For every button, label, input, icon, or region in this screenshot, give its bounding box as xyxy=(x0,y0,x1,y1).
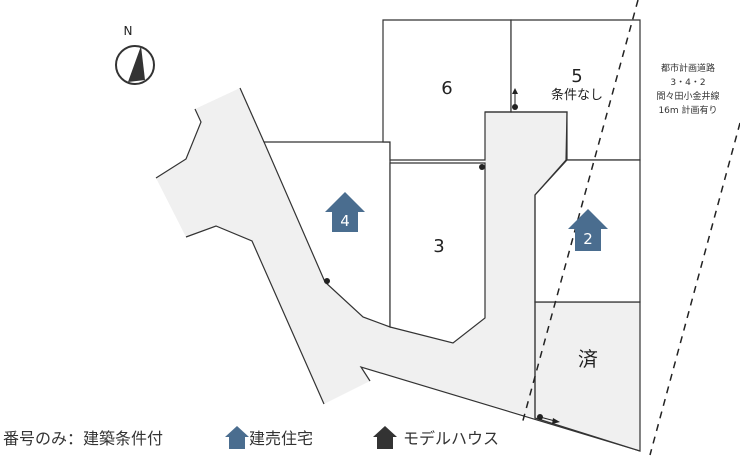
legend-ready-built: 建売住宅 xyxy=(225,425,313,449)
ready-built-house-icon xyxy=(568,209,608,251)
road-note-line: 16m 計画有り xyxy=(658,104,717,116)
ready-built-house-icon xyxy=(225,426,249,449)
planned-road-note: 都市計画道路 3・4・2 間々田小金井線 16m 計画有り xyxy=(656,62,719,116)
lot-2-number: 2 xyxy=(583,230,593,248)
lot-4-number: 4 xyxy=(340,212,350,230)
road-note-line: 3・4・2 xyxy=(670,78,705,88)
lot-5-note: 条件なし xyxy=(551,87,603,103)
legend-numbers-only: 番号のみ：建築条件付 xyxy=(3,429,164,448)
entrance-marker xyxy=(512,88,518,110)
planned-road-line xyxy=(649,122,740,456)
road-note-line: 間々田小金井線 xyxy=(656,90,719,102)
entrance-marker xyxy=(537,414,560,424)
legend-ready-built-label: 建売住宅 xyxy=(249,429,314,448)
road-note-line: 都市計画道路 xyxy=(661,62,715,74)
entrance-marker xyxy=(324,278,330,284)
compass-north-label: N xyxy=(124,24,133,38)
planned-road-line xyxy=(521,0,639,425)
ready-built-house-icon xyxy=(325,192,365,232)
lot-sold[interactable] xyxy=(534,301,641,452)
lot-5-number: 5 xyxy=(571,66,582,87)
model-house-icon xyxy=(373,426,397,449)
private-road xyxy=(156,88,567,418)
entrance-marker xyxy=(479,164,485,170)
lot-6-number: 6 xyxy=(441,78,452,99)
sold-label: 済 xyxy=(578,347,598,371)
legend-model-house-label: モデルハウス xyxy=(403,429,500,448)
compass-icon xyxy=(115,45,155,85)
lot-3[interactable] xyxy=(389,162,486,344)
lot-4[interactable] xyxy=(263,141,391,328)
lot-3-number: 3 xyxy=(433,236,444,257)
legend-model-house: モデルハウス xyxy=(373,425,499,449)
